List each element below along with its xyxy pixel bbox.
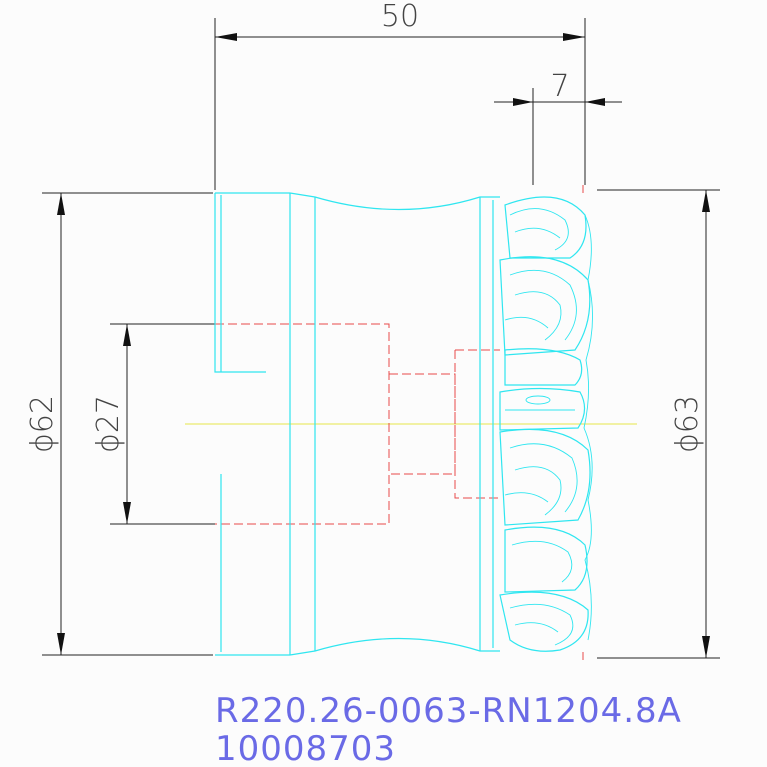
dimension-insert-offset-text: 7 [550, 69, 569, 104]
dimension-cutting-diameter: ϕ63 [597, 189, 720, 659]
dimension-overall-length: 50 [214, 0, 586, 190]
dimension-bore-diameter-text: ϕ27 [91, 395, 126, 453]
dimension-body-diameter-text: ϕ62 [25, 395, 60, 453]
dimension-insert-offset: 7 [494, 69, 622, 185]
dimension-cutting-diameter-text: ϕ63 [670, 395, 705, 453]
cutter-body-outline [214, 192, 500, 656]
part-designation: R220.26-0063-RN1204.8A [215, 691, 682, 731]
cutting-inserts [499, 196, 593, 652]
dimension-overall-length-text: 50 [381, 0, 419, 34]
item-number: 10008703 [215, 729, 396, 767]
dimension-bore-diameter: ϕ27 [91, 323, 215, 525]
dimension-body-diameter: ϕ62 [25, 192, 213, 656]
hidden-bore-lines [215, 185, 584, 660]
